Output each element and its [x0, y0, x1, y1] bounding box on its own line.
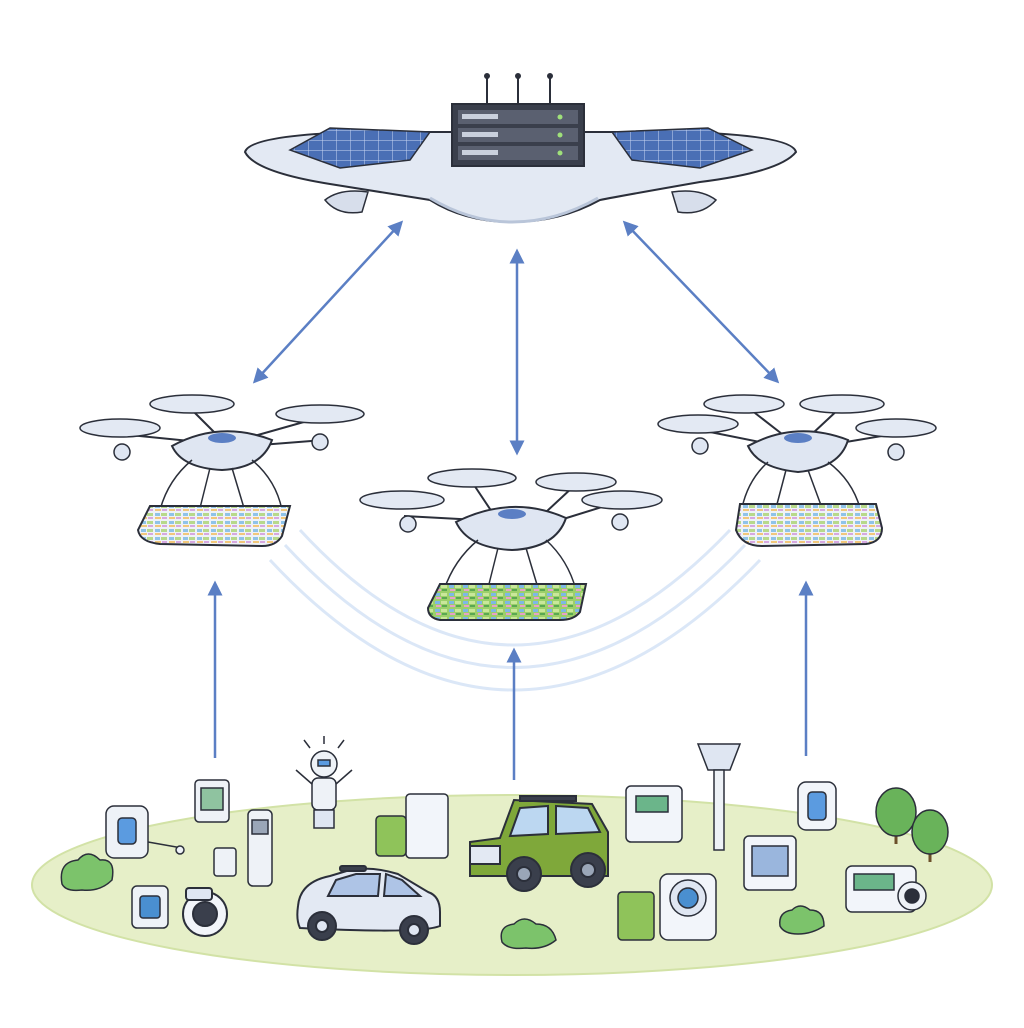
arrow-hub-right-drone [622, 220, 780, 384]
quadcopter-icon-right [657, 394, 937, 548]
solar-panel-right [610, 127, 754, 169]
quadcopter-icon-left [79, 394, 365, 548]
arrow-hub-left-drone [252, 220, 404, 384]
robot-icon [295, 736, 353, 829]
truck-icon [469, 795, 609, 892]
car-icon [296, 865, 441, 945]
iot-device-icon [105, 779, 927, 941]
solar-panel-left [288, 127, 432, 169]
solar-platform-server-icon [243, 73, 798, 224]
bush-icon [60, 853, 825, 950]
server-rack-icon [451, 73, 585, 167]
street-lamp-icon [696, 743, 742, 851]
quadcopter-icon-center [359, 468, 663, 621]
tree-icon [875, 787, 949, 862]
link-arrows [207, 220, 814, 780]
camera-icon [182, 887, 228, 937]
